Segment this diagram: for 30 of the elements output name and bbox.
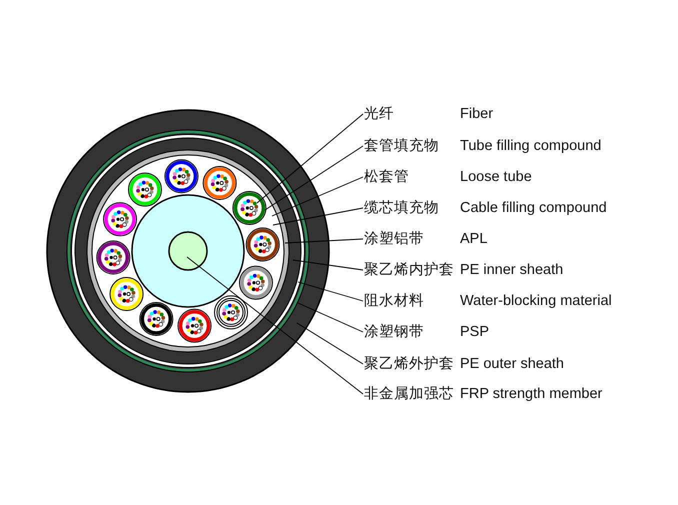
chinese-label: 非金属加强芯 xyxy=(364,385,454,403)
chinese-label: 阻水材料 xyxy=(364,292,424,310)
chinese-label: 套管填充物 xyxy=(364,137,439,155)
chinese-label: 涂塑钢带 xyxy=(364,323,424,341)
leader-line xyxy=(186,256,364,394)
chinese-label: 光纤 xyxy=(364,105,394,123)
leader-line xyxy=(272,176,364,216)
english-label: Cable filling compound xyxy=(460,199,607,217)
english-label: Tube filling compound xyxy=(460,137,602,155)
chinese-label: 涂塑铝带 xyxy=(364,230,424,248)
leader-line xyxy=(298,282,364,302)
english-label: FRP strength member xyxy=(460,385,602,403)
chinese-label: 松套管 xyxy=(364,168,409,186)
english-label: PSP xyxy=(460,323,490,341)
chinese-label: 聚乙烯外护套 xyxy=(364,355,454,373)
chinese-label: 聚乙烯内护套 xyxy=(364,261,454,279)
leader-line xyxy=(296,322,364,364)
leader-line xyxy=(256,114,364,204)
english-label: PE outer sheath xyxy=(460,355,564,373)
leader-line xyxy=(284,238,364,244)
leader-line xyxy=(272,208,364,226)
leader-line xyxy=(298,302,364,332)
chinese-label: 缆芯填充物 xyxy=(364,199,439,217)
english-label: Fiber xyxy=(460,105,494,123)
english-label: Water-blocking material xyxy=(460,292,612,310)
leader-line xyxy=(292,260,364,270)
english-label: Loose tube xyxy=(460,168,532,186)
english-label: PE inner sheath xyxy=(460,261,564,279)
english-label: APL xyxy=(460,230,488,248)
leader-line xyxy=(264,146,364,210)
